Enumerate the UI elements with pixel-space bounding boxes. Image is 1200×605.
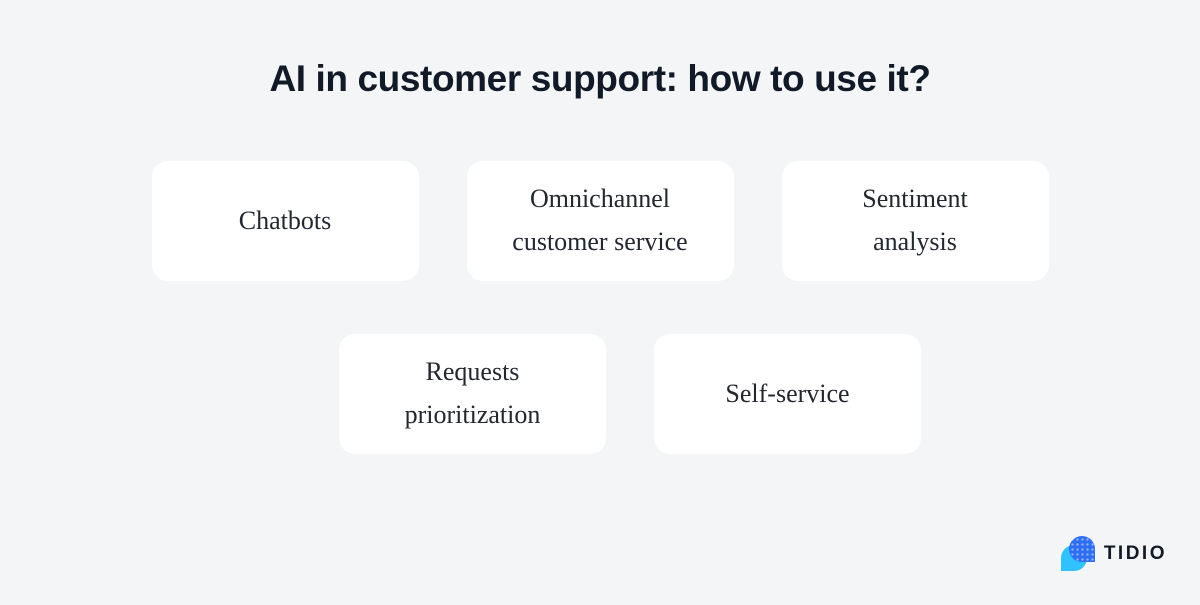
card-self-service: Self-service xyxy=(654,334,921,454)
card-chatbots: Chatbots xyxy=(151,161,419,281)
cards-row-top: Chatbots Omnichannel customer service Se… xyxy=(0,161,1200,281)
cards-row-bottom: Requests prioritization Self-service xyxy=(30,334,1200,454)
tidio-chat-bubbles-icon xyxy=(1060,536,1095,571)
card-label: Omnichannel customer service xyxy=(512,184,688,256)
card-requests-prioritization: Requests prioritization xyxy=(339,334,606,454)
tidio-brand-text: TIDIO xyxy=(1103,542,1167,564)
card-omnichannel-customer-service: Omnichannel customer service xyxy=(466,161,734,281)
page-title: AI in customer support: how to use it? xyxy=(269,58,931,99)
card-label: Requests prioritization xyxy=(404,357,541,429)
card-label: Sentiment analysis xyxy=(862,184,968,256)
chat-bubble-dark-dotted-icon xyxy=(1068,536,1095,562)
tidio-logo: TIDIO xyxy=(1060,536,1167,571)
card-label: Chatbots xyxy=(238,205,332,235)
card-sentiment-analysis: Sentiment analysis xyxy=(781,161,1049,281)
card-label: Self-service xyxy=(725,378,850,408)
